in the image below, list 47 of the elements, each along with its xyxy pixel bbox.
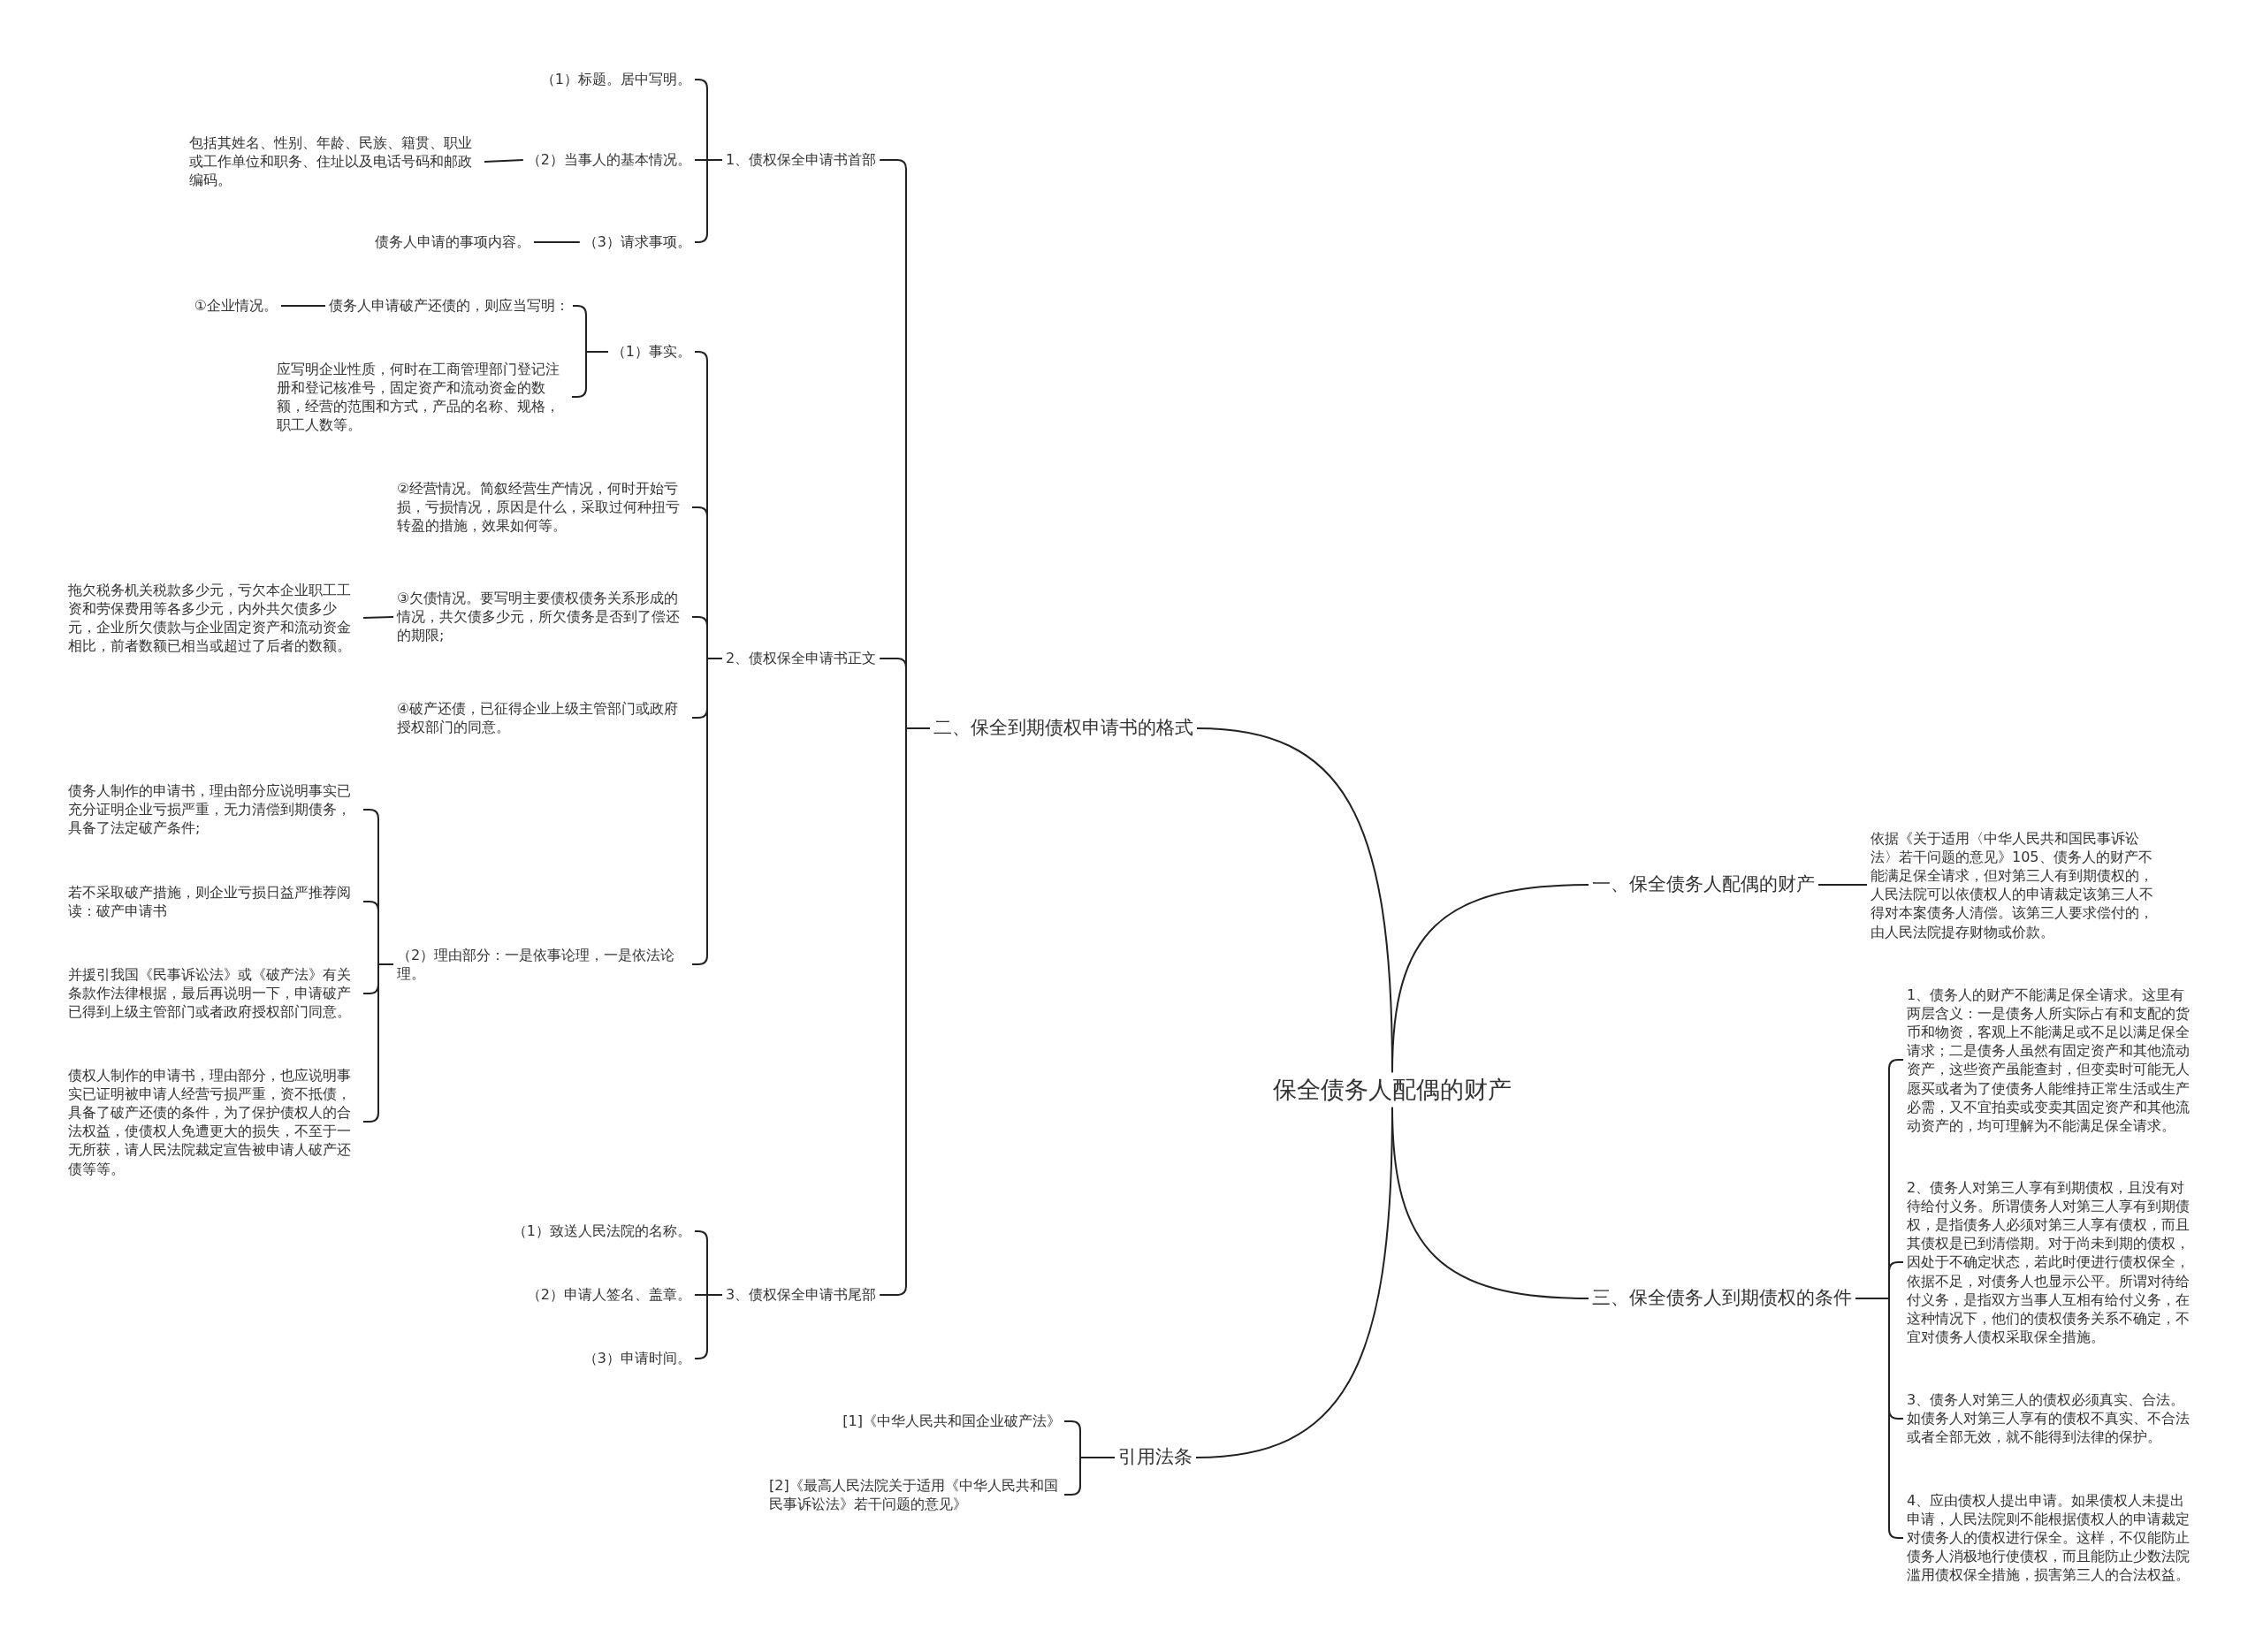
bracket-connector (694, 159, 723, 243)
subtopic-text: 债务人申请破产还债的，则应当写明： (325, 294, 573, 317)
connector-line (362, 616, 394, 619)
branch-curve (1391, 884, 1589, 1074)
subtopic-text: 2、债务人对第三人享有到期债权，且没有对待给付义务。所谓债务人对第三人享有到期债权，是指债务人必须对第三人享有债权，而且其债权是已到清偿期。对于尚未到期的债权，因处于不确定状态，若此时便进行债权保全，依据不足，对债务人也显示公平。所谓对待给付义务，是指双方当事人互相有给付义务，在这种情况下，他们的债权债务关系不确定，不宜对债务人债权采取保全措施。 (1903, 1176, 2202, 1348)
subtopic-text: 4、应由债权人提出申请。如果债权人未提出申请，人民法院则不能根据债权人的申请裁定对债务人的债权进行保全。这样，不仅能防止债务人消极地行使债权，而且能防止少数法院滥用债权保全措施，损害第三人的合法权益。 (1903, 1489, 2202, 1587)
subtopic-text: 并援引我国《民事诉讼法》或《破产法》有关条款作法律根据，最后再说明一下，申请破产已得到上级主管部门或者政府授权部门同意。 (65, 963, 363, 1024)
subtopic-text: ②经营情况。简叙经营生产情况，何时开始亏损，亏损情况，原因是什么，采取过何种扭亏转盈的措施，效果如何等。 (393, 477, 692, 537)
bracket-connector (571, 351, 609, 398)
subtopic-text: ③欠债情况。要写明主要债权债务关系形成的情况，共欠债多少元，所欠债务是否到了偿还的期限; (393, 587, 692, 647)
subtopic-text: 1、债权保全申请书首部 (722, 148, 880, 171)
subtopic-text: （2）当事人的基本情况。 (522, 148, 695, 171)
connector-line (533, 241, 581, 243)
subtopic-text: 依据《关于适用〈中华人民共和国民事诉讼法〉若干问题的意见》105、债务人的财产不能满足保全请求，但对第三人有到期债权的，人民法院可以依债权人的申请裁定该第三人不得对本案债务人清偿。该第三人要求偿付的，由人民法院提存财物或价款。 (1867, 826, 2166, 943)
subtopic-text: 债务人申请的事项内容。 (371, 231, 534, 254)
subtopic-text: （3）请求事项。 (579, 231, 695, 254)
subtopic-text: [1]《中华人民共和国企业破产法》 (839, 1410, 1064, 1433)
subtopic-text: ④破产还债，已征得企业上级主管部门或政府授权部门的同意。 (393, 697, 692, 739)
subtopic-text: （1）致送人民法院的名称。 (508, 1220, 695, 1243)
subtopic-text: 3、债务人对第三人的债权必须真实、合法。如债务人对第三人享有的债权不真实、不合法或者全部无效，就不能得到法律的保护。 (1903, 1389, 2202, 1449)
bracket-connector (1063, 1457, 1116, 1496)
branch-topic: 三、保全债务人到期债权的条件 (1589, 1284, 1855, 1313)
subtopic-text: （2）申请人签名、盖章。 (522, 1283, 695, 1306)
subtopic-text: 应写明企业性质，何时在工商管理部门登记注册和登记核准号，固定资产和流动资金的数额，经营的范围和方式，产品的名称、规格，职工人数等。 (273, 357, 572, 437)
subtopic-text: （3）申请时间。 (579, 1347, 695, 1370)
subtopic-text: 2、债权保全申请书正文 (722, 647, 880, 670)
branch-topic: 引用法条 (1115, 1443, 1196, 1472)
subtopic-text: 若不采取破产措施，则企业亏损日益严推荐阅读：破产申请书 (65, 880, 363, 923)
subtopic-text: [2]《最高人民法院关于适用《中华人民共和国民事诉讼法》若干问题的意见》 (766, 1473, 1064, 1516)
subtopic-text: 拖欠税务机关税款多少元，亏欠本企业职工工资和劳保费用等各多少元，内外共欠债多少元，企业所欠债款与企业固定资产和流动资金相比，前者数额已相当或超过了后者的数额。 (65, 578, 363, 658)
subtopic-text: 1、债务人的财产不能满足保全请求。这里有两层含义：一是债务人所实际占有和支配的货币和物资，客观上不能满足或不足以满足保全请求；二是债务人虽然有固定资产和其他流动资产，这些资产虽能查封，但变卖时可能无人愿买或者为了使债务人能维持正常生活或生产必需，又不宜拍卖或变卖其固定资产和其他流动资产的，均可理解为不能满足保全请求。 (1903, 983, 2202, 1137)
connector-line (484, 159, 524, 163)
subtopic-text: ①企业情况。 (190, 294, 281, 317)
branch-curve (1391, 1106, 1589, 1299)
subtopic-text: （2）理由部分：一是依事论理，一是依法论理。 (393, 943, 692, 986)
branch-topic: 一、保全债务人配偶的财产 (1589, 871, 1818, 899)
subtopic-text: 债务人制作的申请书，理由部分应说明事实已充分证明企业亏损严重，无力清偿到期债务，具备了法定破产条件; (65, 780, 363, 840)
subtopic-text: 包括其姓名、性别、年龄、民族、籍贯、职业或工作单位和职务、住址以及电话号码和邮政编码。 (186, 132, 484, 192)
subtopic-text: 3、债权保全申请书尾部 (722, 1283, 880, 1306)
bracket-connector (694, 1294, 723, 1359)
subtopic-text: 债权人制作的申请书，理由部分，也应说明事实已证明被申请人经营亏损严重，资不抵债，具备了破产还债的条件，为了保护债权人的合法权益，使债权人免遭更大的损失，不至于一无所获，请人民法院裁定宣告被申请人破产还债等等。 (65, 1063, 363, 1180)
central-topic: 保全债务人配偶的财产 (1269, 1072, 1515, 1108)
branch-topic: 二、保全到期债权申请书的格式 (930, 714, 1197, 742)
connector-line (280, 305, 326, 307)
subtopic-text: （1）标题。居中写明。 (537, 68, 695, 91)
subtopic-text: （1）事实。 (607, 340, 695, 363)
connector-line (1817, 884, 1868, 886)
